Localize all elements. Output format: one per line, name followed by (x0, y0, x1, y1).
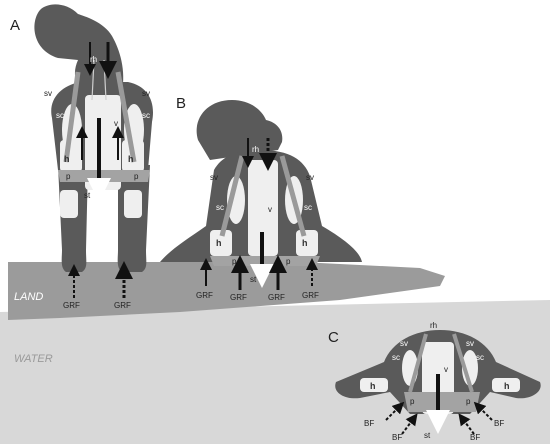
label-c-h-right: h (504, 381, 510, 391)
panel-c-label: C (328, 329, 339, 346)
label-b-rh: rh (252, 145, 259, 154)
label-a-sc-right: sc (142, 111, 150, 120)
label-a-p-right: p (134, 172, 139, 181)
label-c-bf-3: BF (470, 433, 480, 442)
label-a-grf-right: GRF (114, 301, 131, 310)
label-c-rh: rh (430, 321, 437, 330)
label-b-grf-3: GRF (268, 293, 285, 302)
label-a-h-left: h (64, 154, 70, 164)
label-c-sc-left: sc (392, 353, 400, 362)
land-label: LAND (14, 291, 43, 303)
label-c-sv-left: sv (400, 339, 408, 348)
label-b-grf-2: GRF (230, 293, 247, 302)
label-b-st: st (250, 275, 257, 284)
label-a-sc-left: sc (56, 111, 64, 120)
label-c-sv-right: sv (466, 339, 474, 348)
label-b-v: v (268, 205, 272, 214)
label-b-sv-right: sv (306, 173, 314, 182)
label-c-v: v (444, 365, 448, 374)
label-a-st: st (84, 191, 91, 200)
label-a-h-right: h (128, 154, 134, 164)
label-c-p-left: p (410, 397, 415, 406)
label-b-grf-1: GRF (196, 291, 213, 300)
label-c-bf-2: BF (392, 433, 402, 442)
label-b-h-right: h (302, 238, 308, 248)
water-label: WATER (14, 353, 53, 365)
label-a-rh: rh (90, 55, 97, 64)
animal-b (160, 100, 362, 290)
label-c-p-right: p (466, 397, 471, 406)
label-b-p-left: p (232, 257, 237, 266)
label-c-sc-right: sc (476, 353, 484, 362)
label-c-bf-4: BF (494, 419, 504, 428)
label-c-bf-1: BF (364, 419, 374, 428)
label-a-p-left: p (66, 172, 71, 181)
label-a-sv-left: sv (44, 89, 52, 98)
label-b-h-left: h (216, 238, 222, 248)
label-a-v: v (114, 119, 118, 128)
panel-a-label: A (10, 17, 20, 34)
label-c-st: st (424, 431, 431, 440)
label-b-p-right: p (286, 257, 291, 266)
label-b-sc-right: sc (304, 203, 312, 212)
label-b-sc-left: sc (216, 203, 224, 212)
label-a-grf-left: GRF (63, 301, 80, 310)
label-c-h-left: h (370, 381, 376, 391)
panel-b-label: B (176, 95, 186, 112)
label-b-grf-4: GRF (302, 291, 319, 300)
label-a-sv-right: sv (142, 89, 150, 98)
animal-a (34, 4, 153, 298)
label-b-sv-left: sv (210, 173, 218, 182)
